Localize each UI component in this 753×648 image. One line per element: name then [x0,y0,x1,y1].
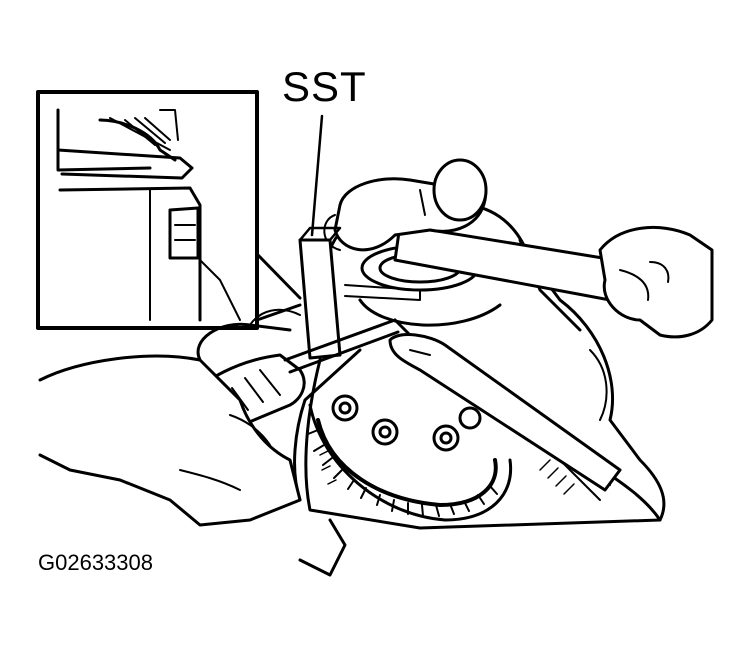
hand-icon [598,225,714,339]
figure-code: G02633308 [38,550,153,575]
left-arm [38,308,302,527]
pry-bar [388,333,622,492]
ring-gear-bolts [331,394,482,452]
detail-inset [36,90,302,330]
hammer-icon [323,158,617,302]
tool-label: SST [282,63,367,110]
ring-gear [316,418,498,507]
ring-gear-teeth [307,429,498,517]
